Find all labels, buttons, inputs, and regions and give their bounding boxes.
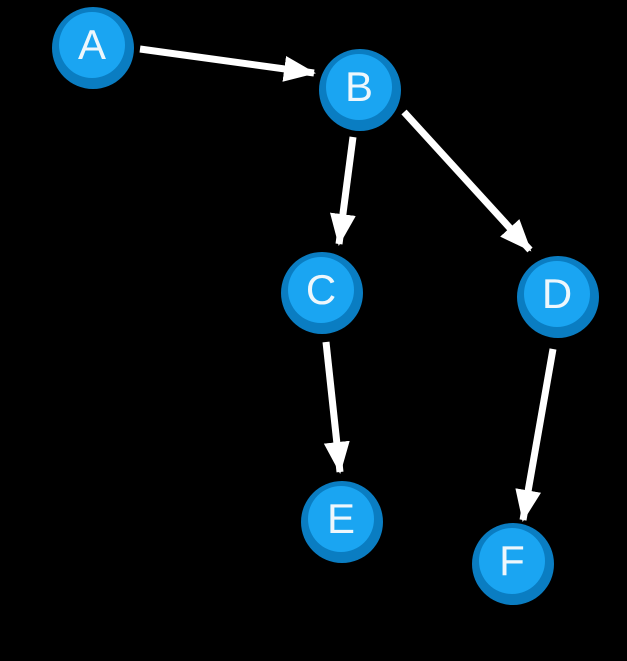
node-C-label: C [305, 266, 337, 313]
node-B-disc: B [326, 54, 392, 120]
node-C-disc: C [288, 257, 354, 323]
edge-B-C [330, 136, 357, 246]
node-C[interactable]: C [281, 252, 363, 334]
node-A[interactable]: A [52, 7, 134, 89]
node-A-label: A [77, 21, 106, 68]
node-D-label: D [541, 270, 573, 317]
node-E-disc: E [308, 486, 374, 552]
node-D[interactable]: D [517, 256, 599, 338]
node-A-disc: A [59, 12, 125, 78]
edge-A-B [139, 45, 316, 82]
edge-D-F [515, 348, 557, 522]
node-F[interactable]: F [472, 523, 554, 605]
edge-B-D [401, 109, 533, 253]
node-F-label: F [499, 537, 525, 584]
edge-C-E [322, 341, 350, 474]
node-E-label: E [326, 495, 355, 542]
node-D-disc: D [524, 261, 590, 327]
node-B-label: B [344, 63, 373, 110]
node-B[interactable]: B [319, 49, 401, 131]
node-E[interactable]: E [301, 481, 383, 563]
node-F-disc: F [479, 528, 545, 594]
